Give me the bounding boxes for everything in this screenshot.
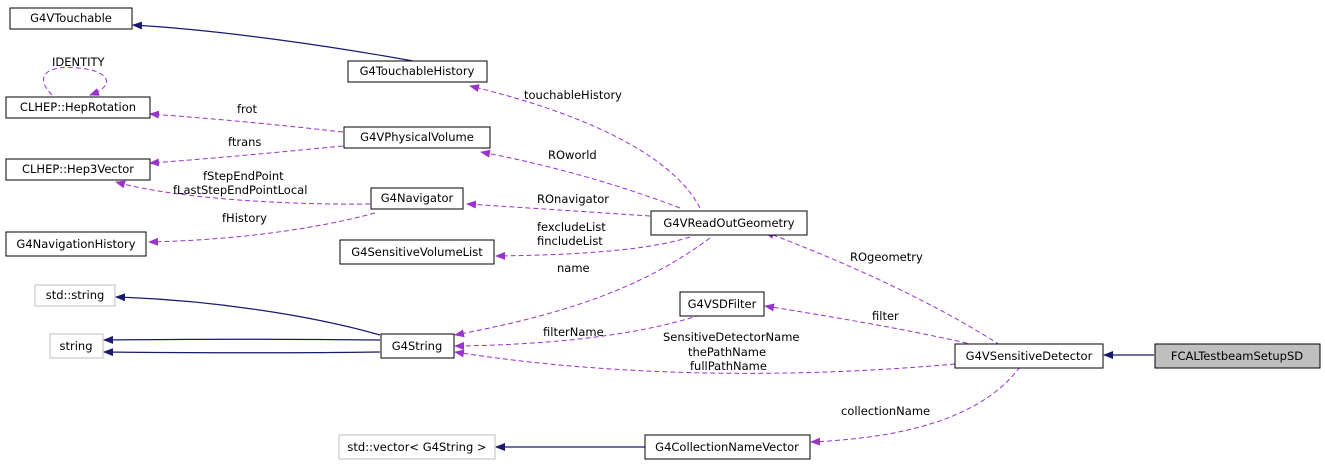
node-g4navigationhistory[interactable]: G4NavigationHistory [5, 231, 147, 257]
edge-filtername-usage [454, 314, 701, 350]
label-fullpathname: fullPathName [690, 359, 767, 373]
node-g4vreadoutgeometry[interactable]: G4VReadOutGeometry [650, 210, 808, 236]
node-g4vsensitivedetector[interactable]: G4VSensitiveDetector [954, 343, 1104, 369]
label-fexcludelist: fexcludeList [537, 220, 606, 234]
edge-name-usage [454, 237, 711, 338]
label-roworld: ROworld [548, 148, 597, 162]
node-label: G4TouchableHistory [360, 64, 475, 78]
node-label: G4VSensitiveDetector [966, 349, 1093, 363]
edge-g4string-inherits-string-2 [103, 348, 381, 357]
node-std-vector[interactable]: std::vector< G4String > [338, 434, 496, 460]
node-label: G4VSDFilter [688, 297, 757, 311]
label-identity: IDENTITY [52, 55, 106, 69]
node-g4vtouchable[interactable]: G4VTouchable [9, 7, 133, 30]
node-g4vphysicalvolume[interactable]: G4VPhysicalVolume [343, 126, 491, 149]
edge-filter-usage [764, 303, 976, 346]
edge-ftrans-usage [149, 145, 344, 167]
node-string[interactable]: string [49, 333, 104, 359]
label-frot: frot [237, 102, 258, 116]
node-label: std::string [46, 288, 105, 302]
node-hep3vector[interactable]: CLHEP::Hep3Vector [5, 158, 151, 181]
node-label: G4Navigator [381, 191, 454, 205]
node-label: G4VReadOutGeometry [663, 216, 794, 230]
node-g4string[interactable]: G4String [380, 333, 455, 359]
node-label: G4VTouchable [30, 11, 112, 25]
edge-ronavigator-usage [466, 200, 651, 217]
node-g4vsdfilter[interactable]: G4VSDFilter [679, 291, 765, 317]
node-label: G4VPhysicalVolume [360, 130, 474, 144]
edge-g4string-inherits-std-string [115, 293, 381, 336]
node-std-string[interactable]: std::string [34, 284, 116, 307]
node-label: std::vector< G4String > [347, 440, 486, 454]
label-name: name [557, 261, 590, 275]
node-g4navigator[interactable]: G4Navigator [370, 187, 464, 210]
node-label: G4String [392, 339, 443, 353]
label-ronavigator: ROnavigator [537, 192, 609, 206]
label-collectionname: collectionName [841, 404, 930, 418]
node-g4sensitivevolumelist[interactable]: G4SensitiveVolumeList [339, 239, 495, 265]
edge-volumelist-usage [495, 236, 691, 260]
node-label: string [59, 339, 92, 353]
node-label: CLHEP::HepRotation [20, 100, 136, 114]
edge-identity-loop [43, 66, 107, 96]
edge-touchablehistory-inherits-vtouchable [132, 21, 414, 62]
node-fcaltestbeamsetupsd[interactable]: FCALTestbeamSetupSD [1154, 343, 1321, 369]
label-fstependpoint: fStepEndPoint [203, 169, 284, 183]
node-heprotation[interactable]: CLHEP::HepRotation [5, 96, 151, 119]
label-ftrans: ftrans [228, 135, 261, 149]
node-g4collectionnamevector[interactable]: G4CollectionNameVector [644, 434, 811, 460]
node-label: G4SensitiveVolumeList [351, 245, 483, 259]
label-fincludelist: fincludeList [537, 234, 603, 248]
label-thepathname: thePathName [688, 345, 766, 359]
node-label: G4CollectionNameVector [655, 440, 799, 454]
label-sensitivedetectorname: SensitiveDetectorName [663, 330, 799, 344]
edge-stependpoint-usage [115, 180, 371, 205]
label-filtername: filterName [543, 325, 604, 339]
node-label: CLHEP::Hep3Vector [22, 162, 134, 176]
edge-touchablehistory-usage [469, 84, 701, 209]
label-filter: filter [872, 309, 899, 323]
edge-frot-usage [149, 110, 344, 133]
label-fhistory: fHistory [222, 211, 267, 225]
label-touchablehistory: touchableHistory [524, 88, 622, 102]
label-flaststependpointlocal: fLastStepEndPointLocal [173, 183, 307, 197]
edge-rogeometry-usage [764, 231, 1001, 346]
edge-detectorname-usage [454, 349, 956, 374]
node-g4touchablehistory[interactable]: G4TouchableHistory [347, 60, 488, 83]
edge-collectionname-usage [810, 366, 1021, 446]
label-rogeometry: ROgeometry [850, 250, 923, 264]
edge-fhistory-usage [148, 212, 376, 246]
node-label: G4NavigationHistory [16, 237, 135, 251]
edge-g4string-inherits-string-1 [103, 335, 381, 344]
node-label: FCALTestbeamSetupSD [1171, 349, 1303, 363]
